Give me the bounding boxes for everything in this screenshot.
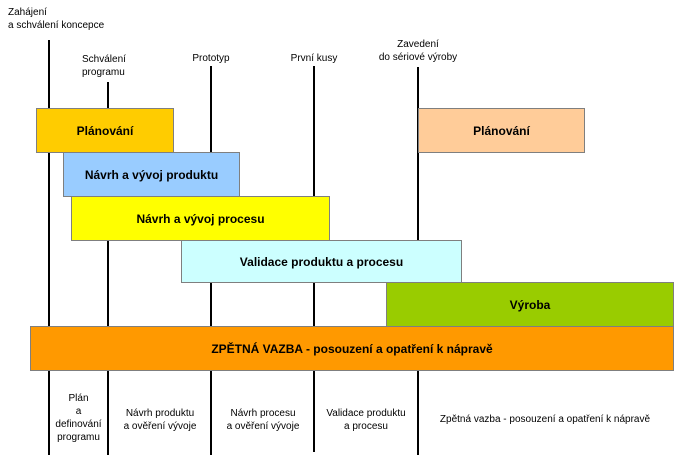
- bottom-label-validation: Validace produktu a procesu: [326, 408, 406, 432]
- bottom-label-product: Návrh produktu a ověření vývoje: [123, 408, 197, 432]
- bottom-label-feedback: Zpětná vazba - posouzení a opatření k ná…: [439, 414, 651, 425]
- milestone-concept: Zahájení a schválení koncepce: [8, 7, 105, 31]
- bottom-label-plan: Plán a definování programu: [55, 393, 102, 443]
- milestone-first-pieces: První kusy: [290, 53, 338, 64]
- milestone-program: Schválení programu: [82, 54, 126, 78]
- milestone-serial-production: Zavedení do sériové výroby: [378, 39, 458, 63]
- milestone-prototype: Prototyp: [192, 53, 230, 64]
- phase-product-design: Návrh a vývoj produktu: [63, 152, 240, 197]
- phase-production: Výroba: [386, 282, 674, 327]
- bottom-label-process: Návrh procesu a ověření vývoje: [226, 408, 300, 432]
- phase-feedback: ZPĚTNÁ VAZBA - posouzení a opatření k ná…: [30, 326, 674, 371]
- phase-validation: Validace produktu a procesu: [181, 240, 462, 283]
- phase-planning-next: Plánování: [418, 108, 585, 153]
- phase-process-design: Návrh a vývoj procesu: [71, 196, 330, 241]
- phase-planning: Plánování: [36, 108, 174, 153]
